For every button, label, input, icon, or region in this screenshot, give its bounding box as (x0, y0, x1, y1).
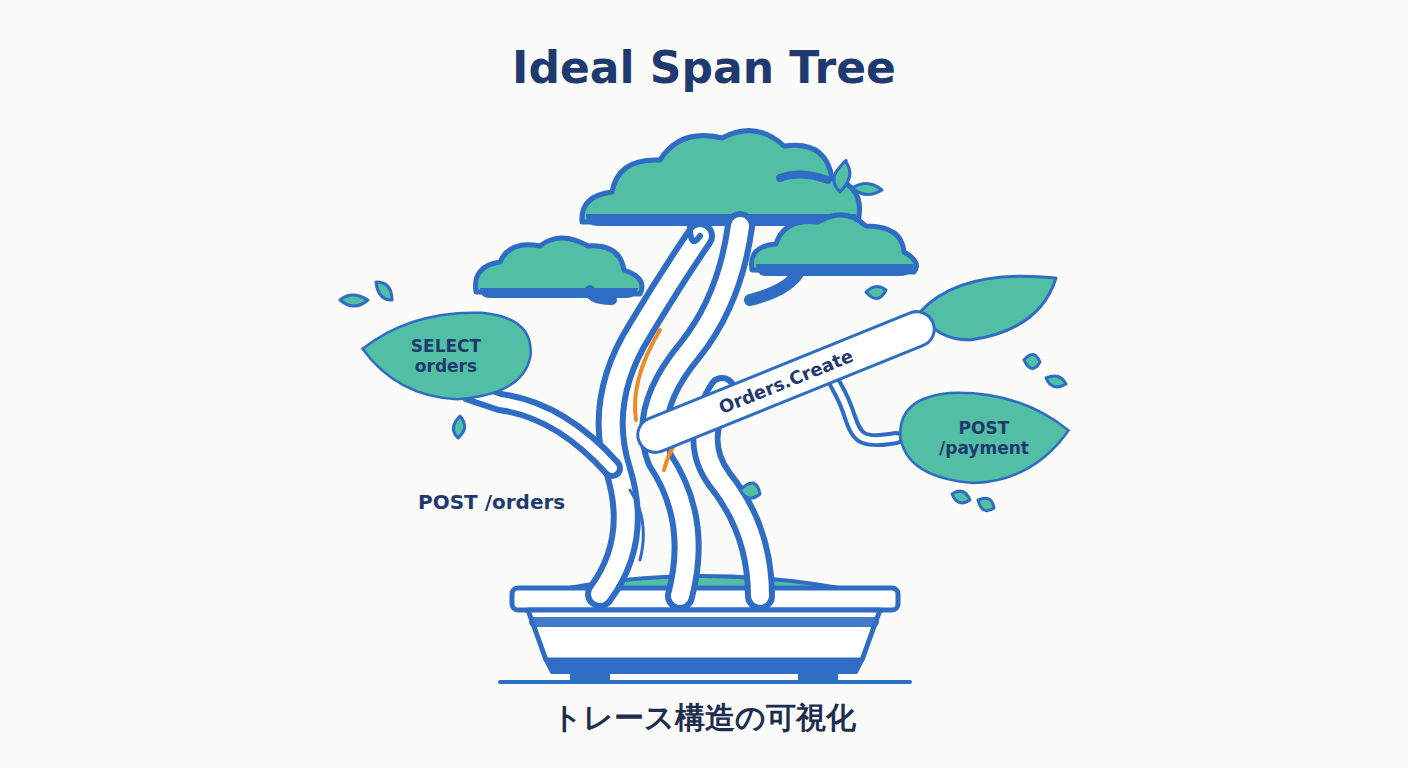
branch-span: Orders.Create (631, 304, 942, 459)
leaf-span: SELECT orders (359, 308, 534, 404)
title: Ideal Span Tree (0, 42, 1408, 93)
leaf-outline (900, 393, 1068, 483)
span-name: POST /payment (934, 418, 1034, 459)
branch-outline (835, 383, 897, 440)
leaf-outline (362, 313, 530, 400)
pot-band (534, 617, 874, 627)
pot-rim (512, 588, 898, 610)
span-name: Orders.Create (716, 345, 857, 419)
leaf-span: POST /payment (897, 388, 1072, 488)
branch-connector (835, 383, 897, 440)
canopy (476, 131, 917, 298)
span-name: SELECT orders (396, 336, 496, 377)
pot-body (528, 610, 880, 660)
caption: トレース構造の可視化 (0, 698, 1408, 739)
span-label: POST /orders (418, 490, 565, 514)
ground-line (500, 680, 910, 684)
